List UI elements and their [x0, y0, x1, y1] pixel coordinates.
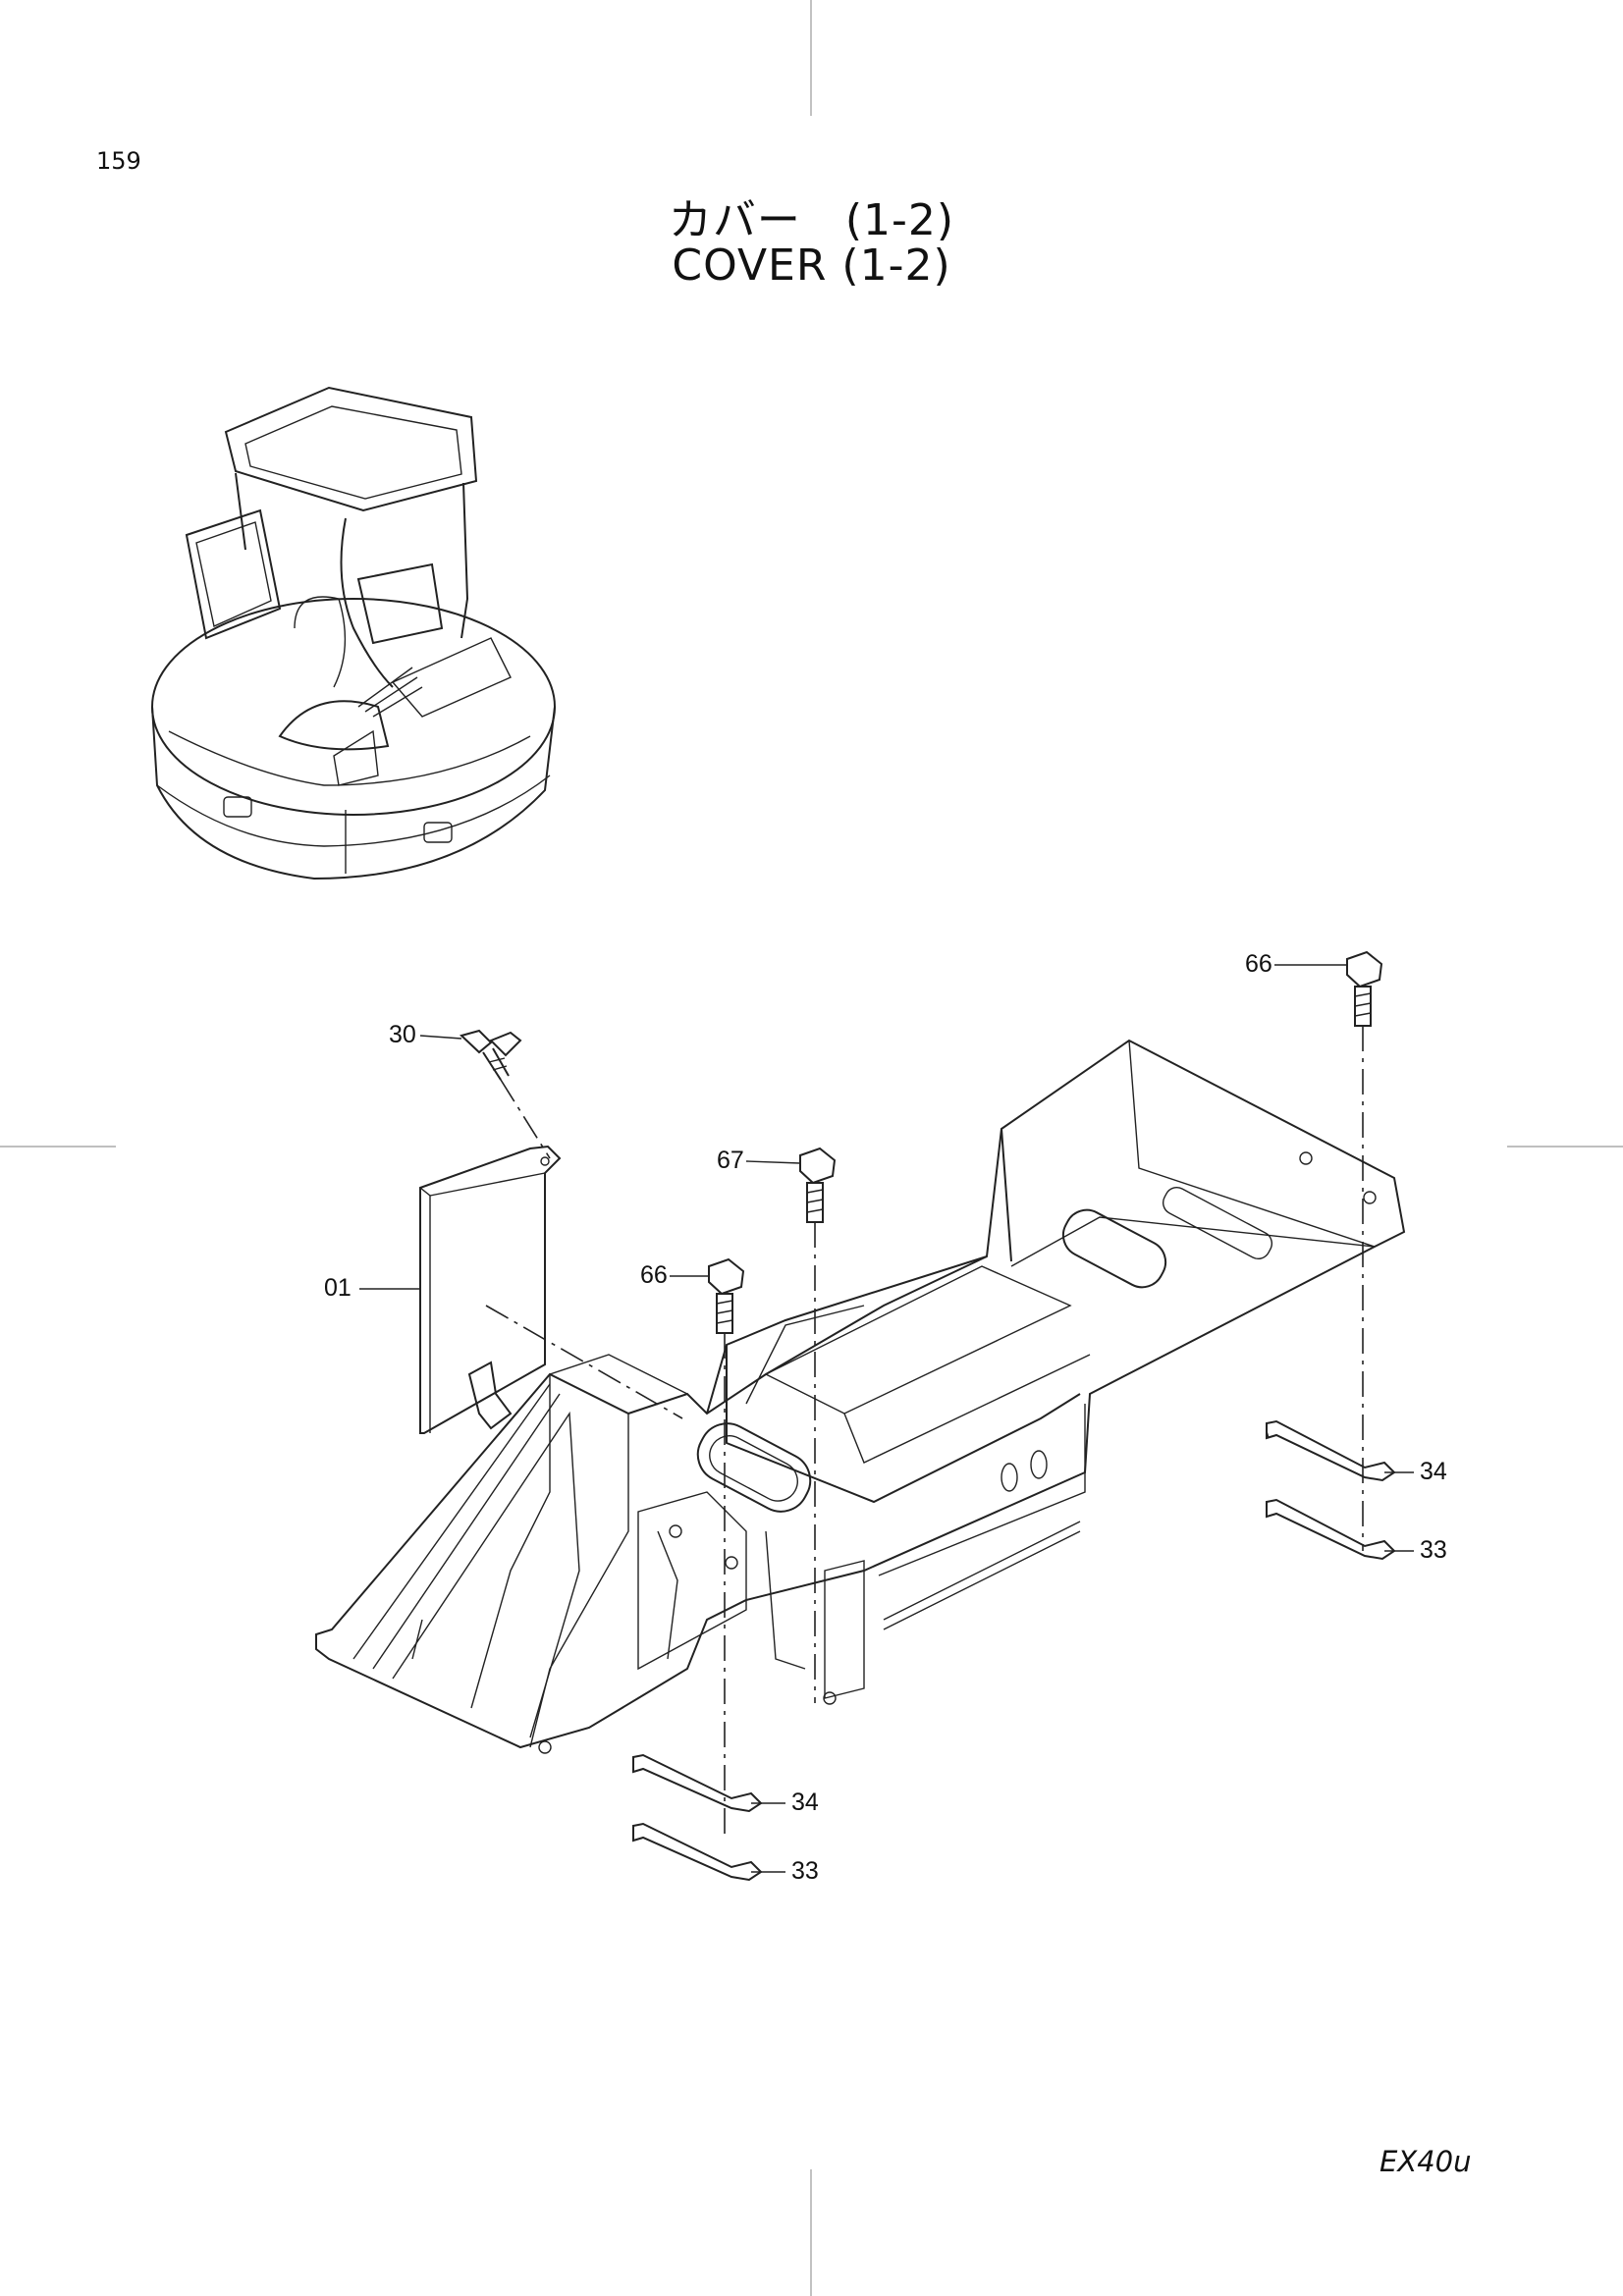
model-code: EX40u	[1380, 2145, 1472, 2178]
shims-right	[1266, 1419, 1396, 1561]
small-cover-plate	[419, 1145, 562, 1434]
callout-66-mid: 66	[640, 1261, 668, 1289]
hex-bolt-67	[799, 1147, 837, 1223]
hex-bolt-66-top	[1346, 950, 1383, 1027]
page-number: 159	[96, 147, 141, 175]
callout-33-bottom: 33	[791, 1857, 819, 1885]
main-cover-panel	[315, 1039, 1406, 1754]
title-english: COVER (1-2)	[672, 240, 951, 291]
callout-33-right: 33	[1420, 1536, 1447, 1564]
callout-66-top: 66	[1245, 950, 1272, 978]
leader-lines	[359, 964, 1414, 1873]
title-japanese: カバー (1-2)	[668, 195, 955, 245]
callout-30: 30	[389, 1021, 416, 1048]
callout-01: 01	[324, 1274, 352, 1302]
callout-34-bottom: 34	[791, 1789, 819, 1816]
hex-bolt-66-mid	[708, 1257, 745, 1334]
callout-34-right: 34	[1420, 1458, 1447, 1485]
assembly-center-lines	[485, 1026, 1364, 1841]
callout-67: 67	[717, 1147, 744, 1174]
excavator-overview-illustration	[151, 386, 556, 881]
wing-bolt-30	[460, 1029, 522, 1081]
shims-bottom	[632, 1753, 763, 1882]
